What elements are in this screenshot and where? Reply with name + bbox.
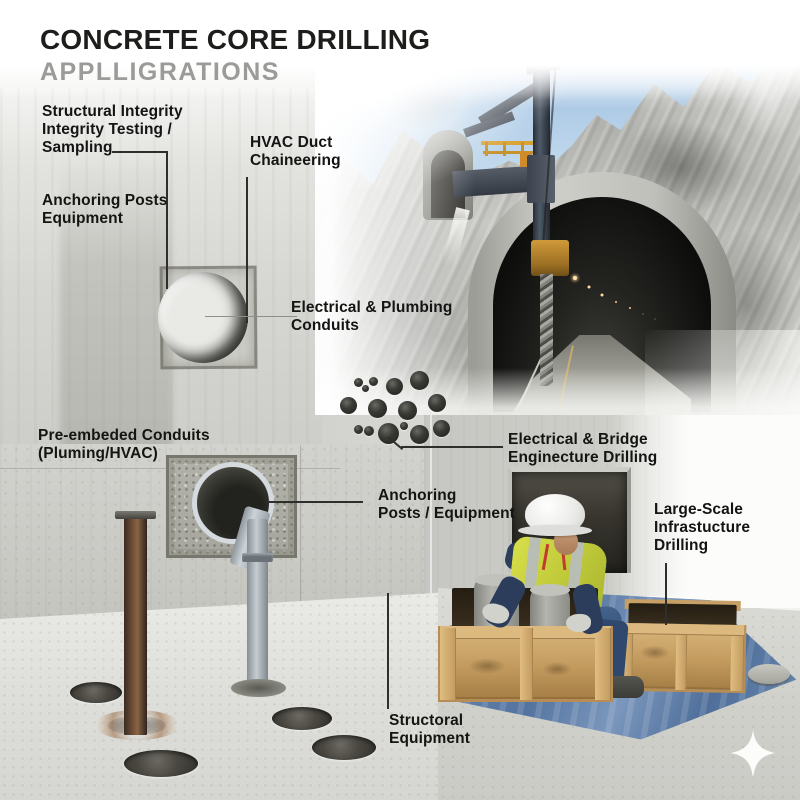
core-hole-dot [398,401,417,420]
tunnel-ceiling-lights [573,276,577,280]
callout-line-structural [387,593,389,709]
label-anchoring-equipment: Anchoring Posts / Equipment [378,487,515,522]
rusty-anchor-post [124,517,147,735]
crate-plank [520,628,533,700]
hard-hat-brim [518,525,592,536]
callout-line-bridge [401,446,503,448]
label-structural-integrity: Structural Integrity Integrity Testing /… [42,103,183,156]
callout-line-anchoring [269,501,363,503]
pipe-floor-core [231,679,286,697]
crate-plank [675,625,688,691]
crate-plank [595,628,611,700]
core-hole-dot [410,371,429,390]
concrete-floor-left [0,592,452,800]
core-hole-dot [433,420,450,437]
floor-core-hole [272,707,332,730]
callout-line-large-scale [665,563,667,625]
work-glove [566,614,591,632]
wall-shadow [60,160,172,450]
concrete-core-disc [748,664,790,684]
core-hole-dot [340,397,357,414]
crate-plank [440,628,456,700]
rock-highlight [730,55,800,140]
auger-drill-bit [540,274,553,386]
wall-core-hole [158,272,248,363]
page-title: CONCRETE CORE DRILLING [40,24,431,55]
label-electrical-plumbing: Electrical & Plumbing Conduits [291,299,453,334]
floor-core-hole [124,750,198,777]
label-anchoring-posts: Anchoring Posts Equipment [42,192,168,227]
rig-guardrail [481,141,539,145]
crate-stencil-mark [542,662,572,676]
guardrail-post [485,142,488,156]
page-subtitle: APPLLIGRATIONS [40,58,280,86]
core-hole-dot [354,378,363,387]
label-large-scale-drilling: Large-Scale Infrastucture Drilling [654,501,751,554]
guardrail-post [503,142,506,156]
callout-line-electrical-plumbing [205,316,297,317]
rock-crevice [370,55,465,130]
core-hole-dot [354,425,363,434]
concrete-wall-upper-left [0,88,338,450]
floor-core-hole [312,735,376,760]
standing-conduit-pipe [247,519,268,691]
label-electrical-bridge: Electrical & Bridge Enginecture Drilling [508,431,658,466]
core-hole-dot [378,423,399,444]
formwork-joint [300,446,301,618]
core-hole-dot [362,385,369,392]
label-structural-equipment: Structoral Equipment [389,712,470,747]
core-hole-dot [369,377,378,386]
label-hvac-duct: HVAC Duct Chaineering [250,134,341,169]
pipe-flange [242,553,273,562]
sparkle-logo-icon [731,730,775,778]
crate-stencil-mark [468,658,506,674]
callout-line-sampling [166,151,168,289]
anchor-post-cap [115,511,156,519]
callout-line-sampling [112,151,168,153]
core-hole-dot [364,426,374,436]
wall-corner-edge [430,408,432,596]
core-hole-dot [400,422,408,430]
core-hole-dot [386,378,403,395]
crate-plank [730,626,745,692]
label-pre-embedded-conduits: Pre-embeded Conduits (Pluming/HVAC) [38,427,210,462]
wooden-crate-main [438,574,613,702]
drill-carriage [527,155,555,203]
callout-line-hvac [246,177,248,323]
drill-head [531,240,569,276]
core-hole-dot [368,399,387,418]
core-hole-dot [410,425,429,444]
floor-core-hole [70,682,122,703]
core-hole-dot [428,394,446,412]
tunnel-photo [315,0,800,415]
